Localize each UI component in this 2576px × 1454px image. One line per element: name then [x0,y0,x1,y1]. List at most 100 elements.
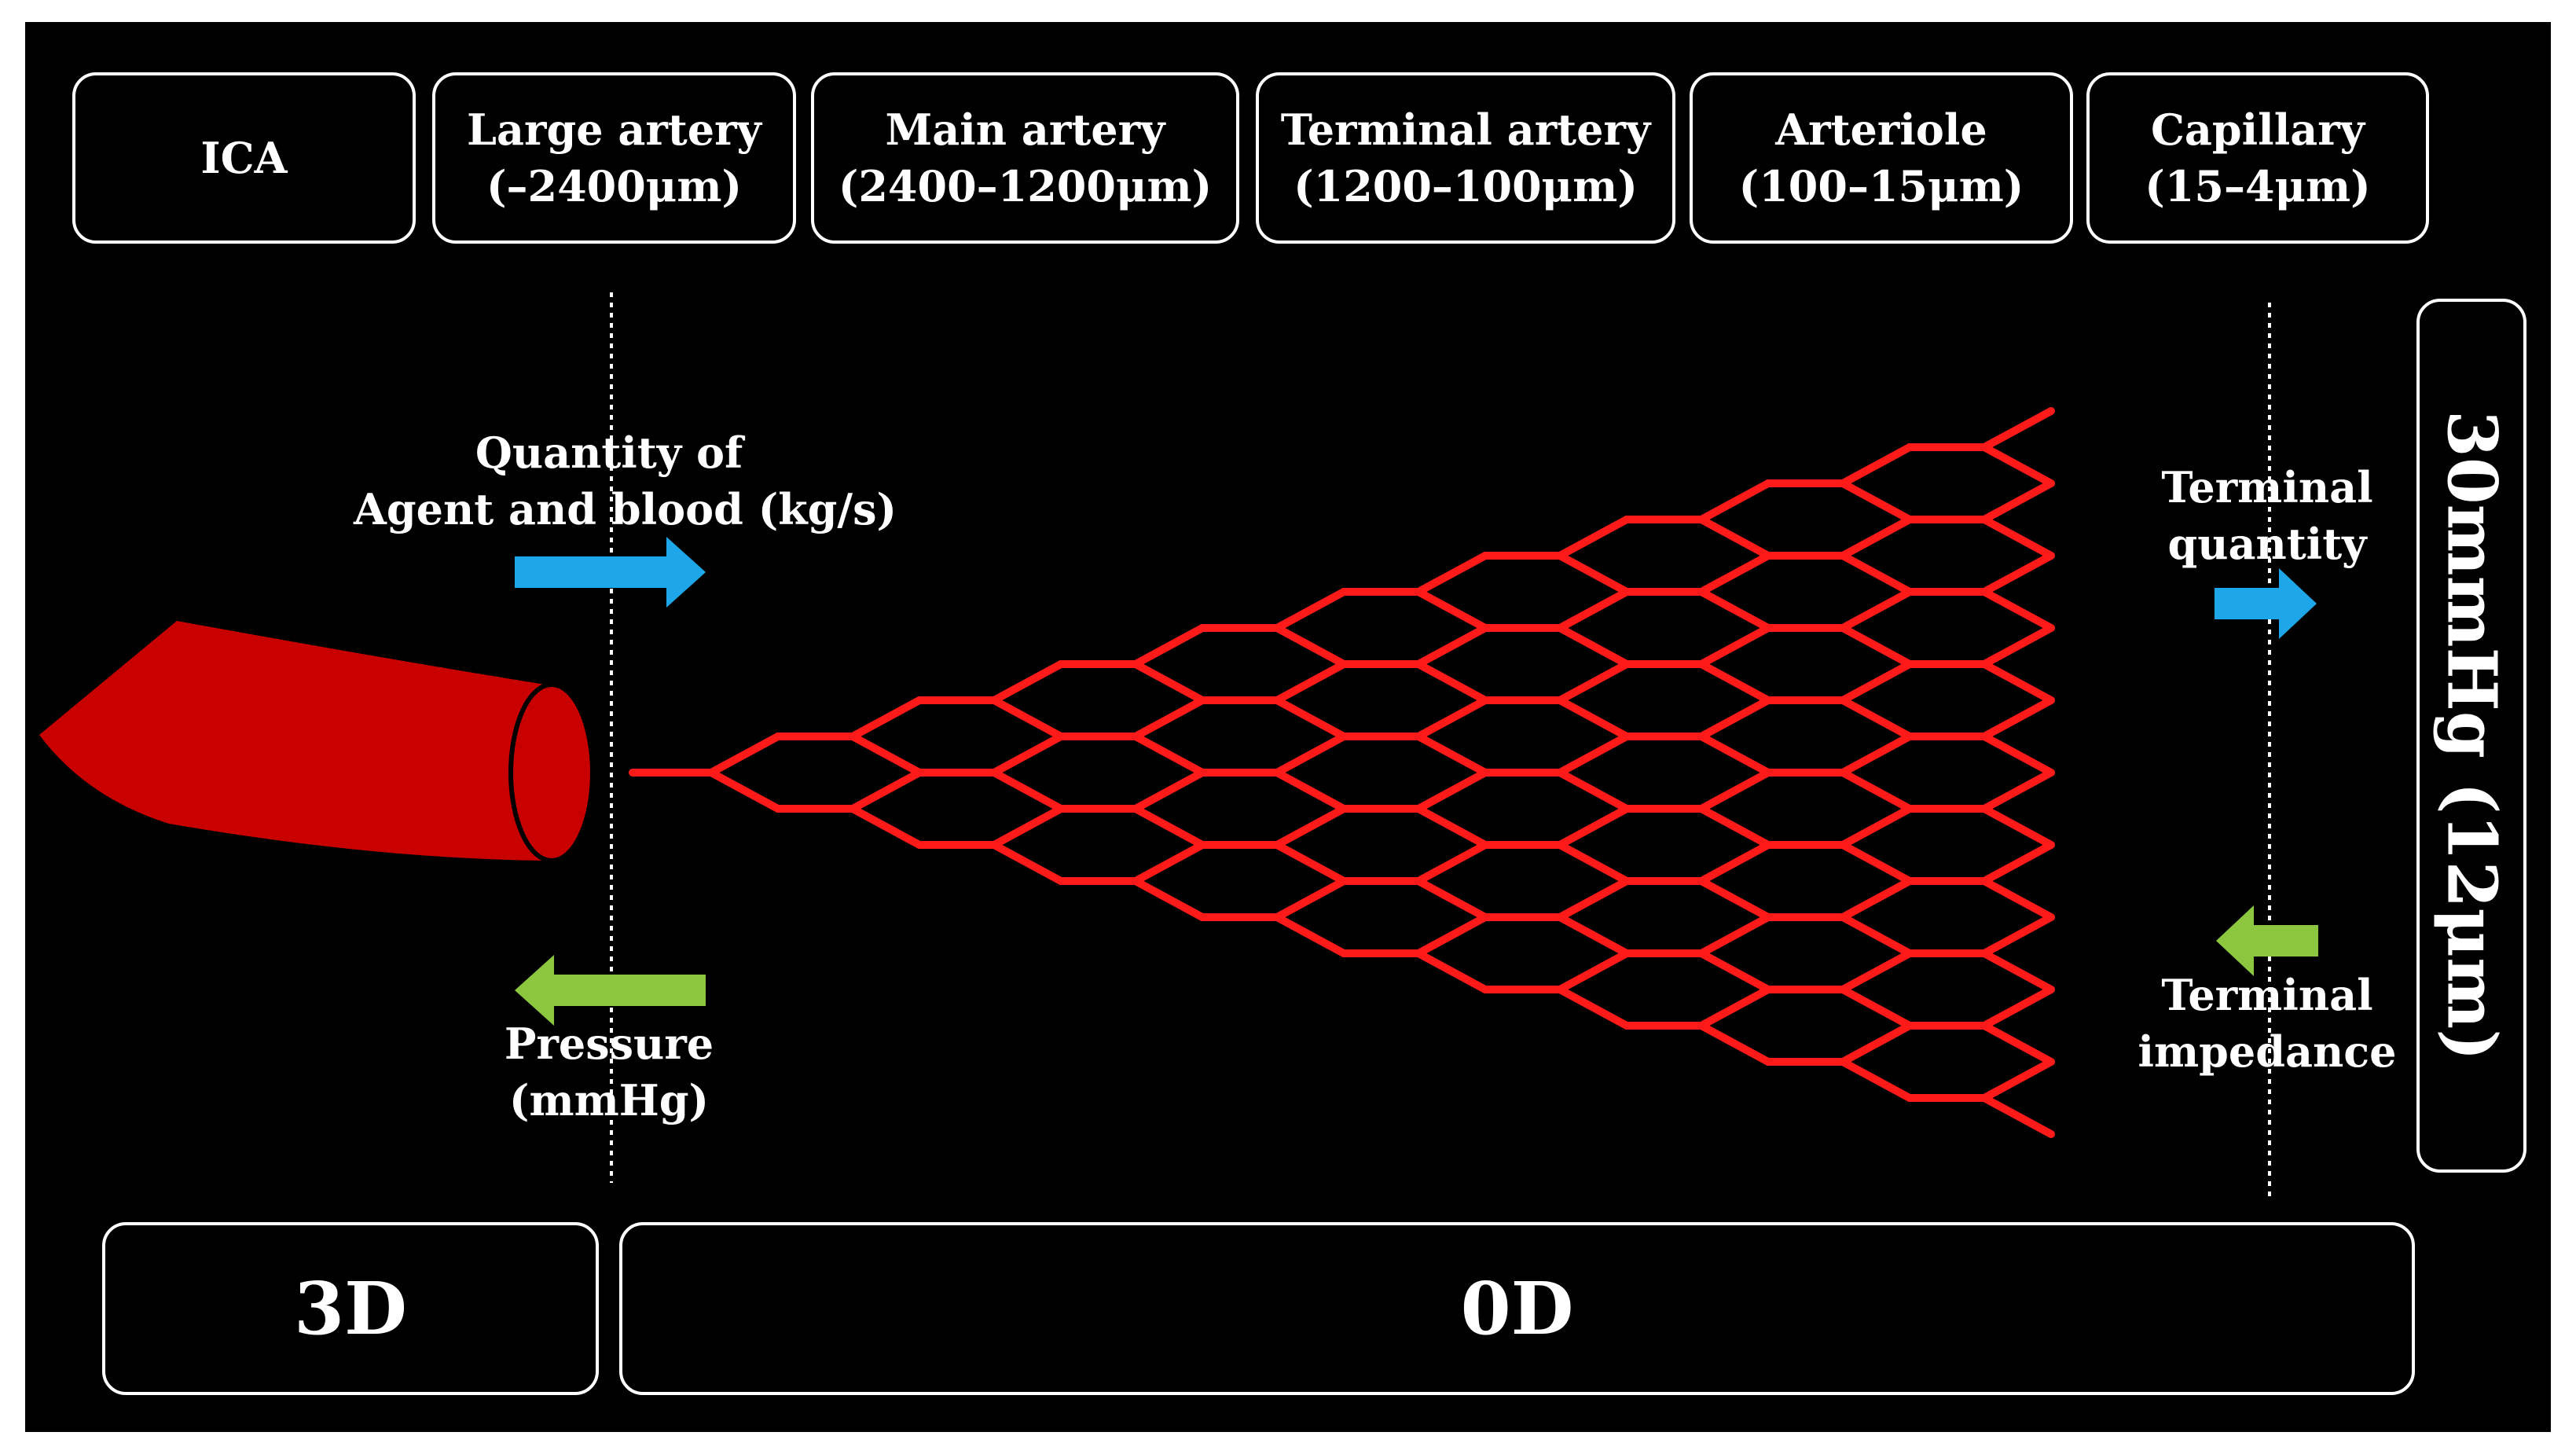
network-branch [849,805,923,849]
network-branch [1980,588,2055,632]
network-branch [1415,733,1489,777]
network-branch [1980,516,2055,560]
terminal-quantity-label: Terminal quantity [2161,462,2373,569]
network-branch [1980,769,2055,813]
network-branch [1980,443,2055,487]
network-branch [1980,805,2055,849]
stage-box-ica: ICA [72,72,416,244]
network-branch [1980,479,2055,523]
network-branch [1132,733,1206,777]
network-branch [1697,624,1772,668]
stage-box-terminal-artery: Terminal artery (1200–100μm) [1256,72,1675,244]
network-branch [707,733,782,777]
network-branch [1556,913,1631,957]
network-branch [1980,407,2055,451]
network-branch [1980,913,2055,957]
network-branch [1697,769,1772,813]
stage-box-capillary: Capillary (15–4μm) [2086,72,2429,244]
terminal-impedance-arrow-icon [2216,905,2318,976]
network-branch [1556,588,1631,632]
network-branch [1556,841,1631,885]
vessel-3d-icon [39,621,595,863]
network-branch [1980,733,2055,777]
network-branch [1697,552,1772,596]
network-branch [990,805,1065,849]
flow-arrow-icon [515,537,706,608]
network-branch [1839,949,1914,993]
network-branch [1697,733,1772,777]
network-branch [1556,986,1631,1030]
network-branch [1697,660,1772,704]
network-branch [1980,877,2055,921]
network-branch [1415,552,1489,596]
model-3d-label: 3D [294,1266,407,1351]
network-branch [1980,949,2055,993]
network-branch [1556,877,1631,921]
network-branch [1556,660,1631,704]
network-branch [1273,733,1348,777]
network-branch [1839,733,1914,777]
network-branch [1697,1022,1772,1066]
network-branch [1697,516,1772,560]
network-branch [1697,986,1772,1030]
terminal-impedance-label: Terminal impedance [2137,970,2397,1077]
network-branch [1839,805,1914,849]
network-branch [1556,624,1631,668]
network-branch [1273,660,1348,704]
network-branch [1556,733,1631,777]
stage-range: (–2400μm) [486,161,743,211]
stage-title: Arteriole [1775,105,1987,155]
network-branch [1980,1022,2055,1066]
stage-title: Main artery [885,105,1165,155]
stage-title: Capillary [2150,105,2365,155]
network-branch [1980,986,2055,1030]
network-branch [1273,769,1348,813]
network-branch [1556,696,1631,740]
network-branch [1839,769,1914,813]
network-branch [849,696,923,740]
boundary-condition-box: 30mmHg (12μm) [2416,299,2526,1173]
network-branch [1273,588,1348,632]
network-branch [1697,805,1772,849]
network-branch [1273,913,1348,957]
network-branch [1556,552,1631,596]
network-branch [990,696,1065,740]
network-branch [1839,1022,1914,1066]
network-branch [1132,769,1206,813]
network-branch [1697,949,1772,993]
terminal-flow-arrow-icon [2215,568,2317,639]
network-branch [1415,696,1489,740]
network-branch [1980,624,2055,668]
network-branch [1839,588,1914,632]
network-branch [1556,949,1631,993]
network-branch [1415,841,1489,885]
network-branch [1415,913,1489,957]
network-branch [1132,696,1206,740]
network-branch [1273,877,1348,921]
network-branch [1980,552,2055,596]
network-branch [1697,696,1772,740]
quantity-label: Quantity of Agent and blood (kg/s) [354,428,897,534]
network-branch [1980,841,2055,885]
network-branch [1980,1094,2055,1138]
network-branch [1839,479,1914,523]
network-branch [1697,588,1772,632]
vascular-network-0d [629,407,2055,1138]
network-branch [1697,877,1772,921]
network-branch [1415,769,1489,813]
network-branch [1132,841,1206,885]
network-branch [1697,841,1772,885]
network-branch [1415,877,1489,921]
stage-range: (2400–1200μm) [838,161,1213,211]
network-branch [1839,660,1914,704]
network-branch [1697,913,1772,957]
model-0d-box: 0D [619,1222,2415,1395]
network-branch [1556,769,1631,813]
network-branch [849,769,923,813]
network-branch [1556,516,1631,560]
network-branch [1132,877,1206,921]
network-branch [1273,841,1348,885]
network-branch [1839,624,1914,668]
network-branch [849,733,923,777]
